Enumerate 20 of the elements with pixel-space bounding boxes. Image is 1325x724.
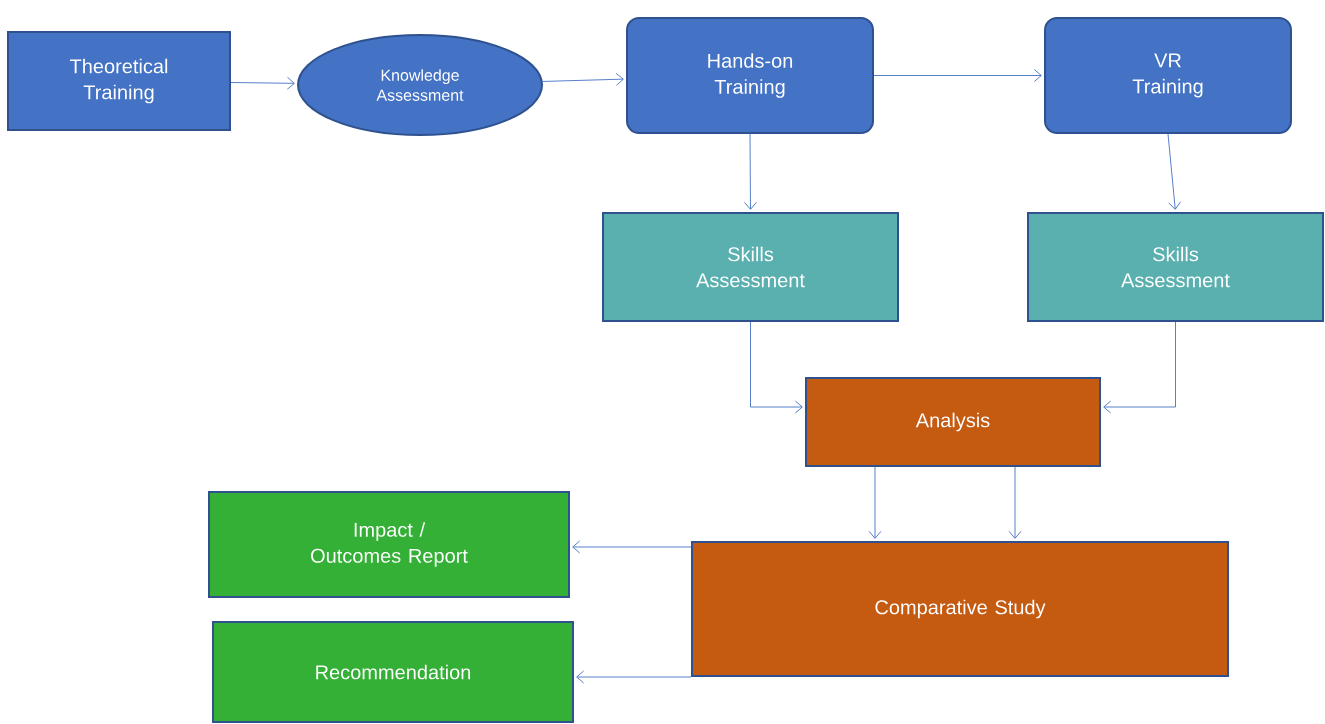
arrow [542,72,624,86]
arrow [230,76,295,90]
process-box: VR Training [1044,17,1292,134]
assessment-box: Skills Assessment [602,212,899,322]
output-box: Impact / Outcomes Report [208,491,570,598]
arrow [576,670,692,684]
process-box: Hands-on Training [626,17,874,134]
arrow [873,69,1042,82]
arrow [1008,466,1022,539]
arrow [1167,133,1181,210]
arrow [750,321,803,414]
arrow [1103,321,1176,414]
process-box: Analysis [805,377,1101,467]
output-box: Recommendation [212,621,574,723]
arrow [572,540,692,554]
arrow [868,466,882,539]
assessment-box: Skills Assessment [1027,212,1324,322]
process-box: Theoretical Training [7,31,231,131]
arrow [744,133,757,210]
process-box: Comparative Study [691,541,1229,677]
